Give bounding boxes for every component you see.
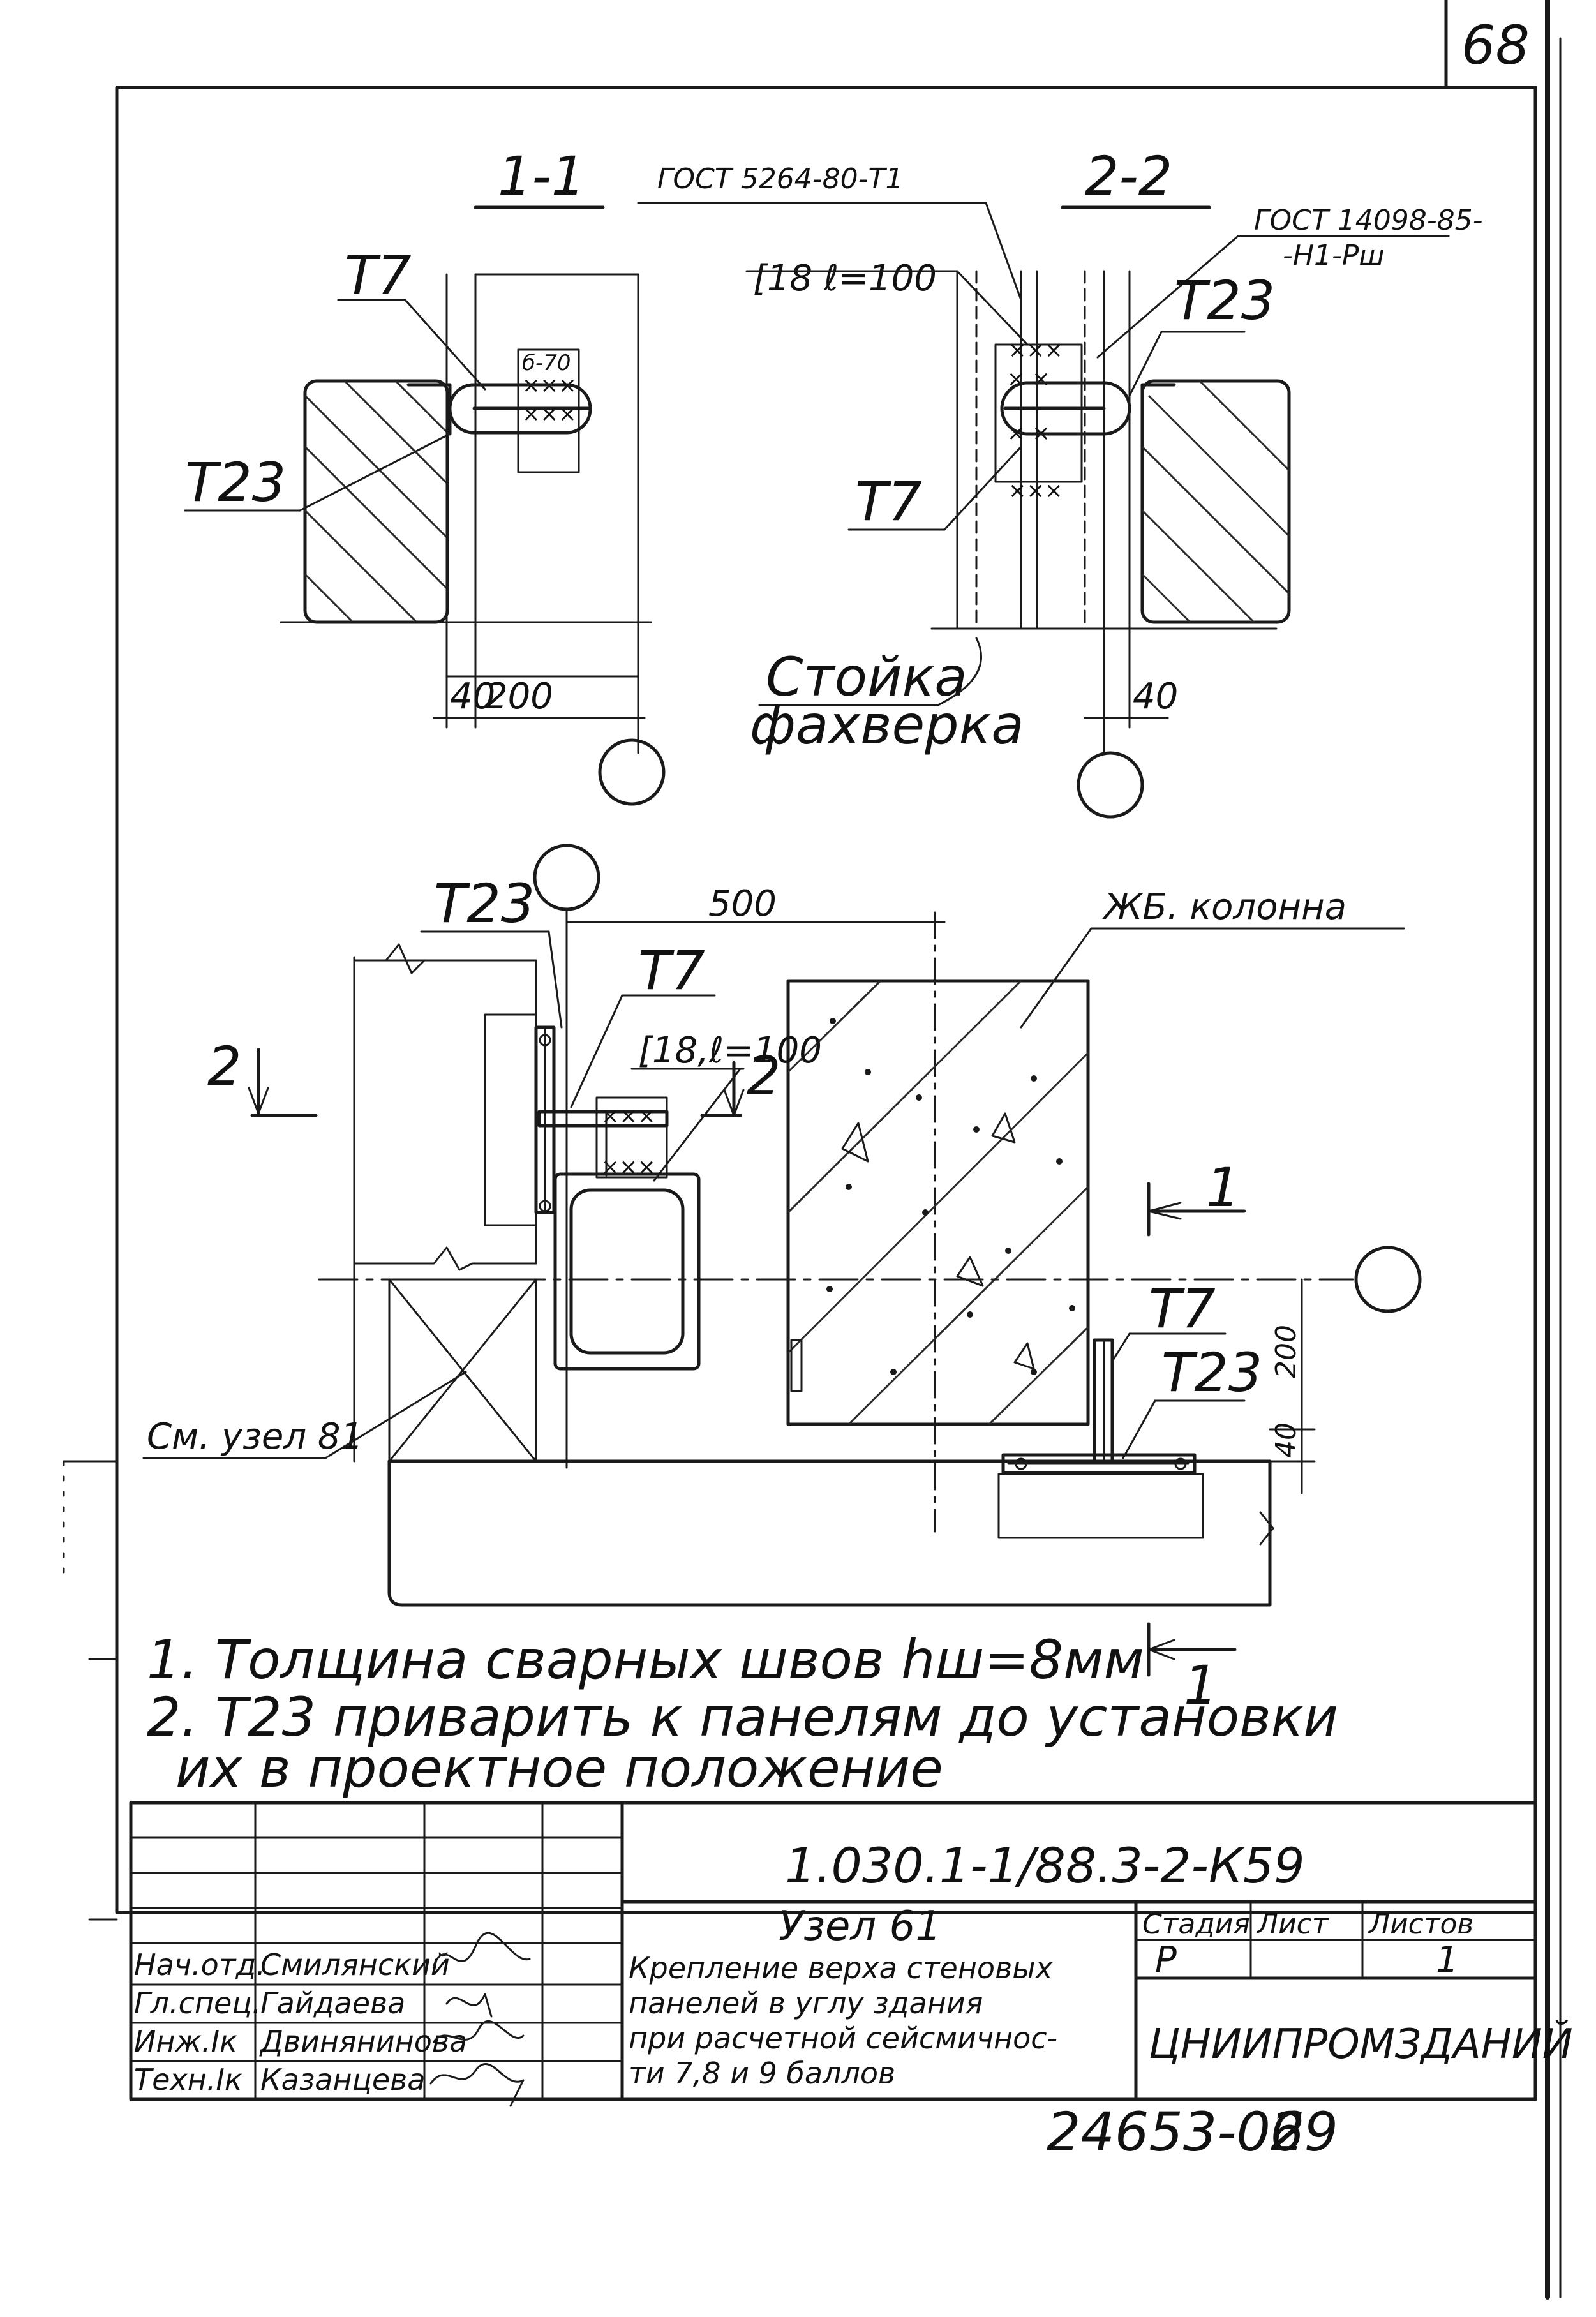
title-block: 1.030.1-1/88.3-2-К59 Узел 61 Крепление в… [129, 1801, 1573, 2107]
plan-label-t7-top: Т7 [638, 939, 705, 1002]
plan-section-mark-1-lower: 1 [1184, 1654, 1218, 1717]
section-1-1: 1-1 ГОСТ 5264-80-Т1 б-70 ××× ××× [184, 145, 1022, 806]
sig-name-3: Двинянинова [259, 2024, 467, 2059]
col-sheets: Листов [1368, 1908, 1473, 1941]
sig-role-4: Техн.Iк [134, 2062, 242, 2097]
sig-role-2: Гл.спец. [134, 1986, 261, 2020]
description-line-3: при расчетной сейсмичнос- [629, 2021, 1057, 2055]
plan-column-label: ЖБ. колонна [1102, 886, 1346, 928]
svg-text:×××: ××× [601, 1103, 655, 1129]
section-1-dim-200: 200 [485, 676, 553, 717]
plan-axis-marker-right [1354, 1246, 1422, 1313]
notes: 1. Толщина сварных швов hш=8мм 2. Т23 пр… [147, 1628, 1338, 1799]
section-1-1-title: 1-1 [498, 145, 585, 207]
plan-section-mark-2-right: 2 [747, 1045, 780, 1107]
bottom-number: 24653-02 [1047, 2101, 1304, 2163]
sig-role-3: Инж.Iк [134, 2024, 237, 2059]
plan-axis-marker-top [533, 844, 600, 911]
note-line-3: их в проектное положение [175, 1737, 943, 1799]
plan-section-mark-2-left: 2 [207, 1035, 241, 1098]
section-2-label-t23: Т23 [1174, 269, 1275, 332]
plan-label-t23-top: Т23 [434, 872, 535, 935]
sig-name-2: Гайдаева [260, 1986, 405, 2020]
section-1-label-t23: Т23 [185, 451, 286, 514]
bottom-page: 69 [1270, 2101, 1338, 2163]
section-2-channel-label: [18 ℓ=100 [753, 258, 937, 299]
col-sheet: Лист [1256, 1908, 1329, 1941]
section-2-2: 2-2 ГОСТ 14098-85- -Н1-Рш [18 ℓ=100 ××× … [745, 145, 1482, 819]
note-line-1: 1. Толщина сварных швов hш=8мм [147, 1628, 1144, 1691]
section-2-label-t7: Т7 [855, 470, 922, 533]
sig-name-1: Смилянский [260, 1948, 450, 1982]
plan-section-mark-1-upper: 1 [1206, 1156, 1240, 1219]
doc-code: 1.030.1-1/88.3-2-К59 [785, 1837, 1305, 1894]
organization: ЦНИИПРОМЗДАНИЙ [1149, 2020, 1573, 2068]
description-line-4: ти 7,8 и 9 баллов [629, 2056, 895, 2090]
description-line-2: панелей в углу здания [629, 1986, 983, 2020]
plan-dim-200: 200 [1270, 1325, 1302, 1378]
section-2-gost-line1: ГОСТ 14098-85- [1254, 204, 1482, 237]
section-2-gost-line2: -Н1-Рш [1283, 239, 1385, 272]
plan-label-t7-right: Т7 [1149, 1278, 1216, 1340]
section-1-dim-40: 40 [450, 676, 495, 717]
section-2-post-line1: Стойка [766, 646, 967, 708]
plan-dim-40: 40 [1270, 1422, 1302, 1458]
svg-text:×××: ××× [601, 1154, 655, 1180]
sig-name-4: Казанцева [260, 2062, 425, 2097]
section-2-post-line2: фахверка [750, 694, 1024, 756]
page-number: 68 [1461, 14, 1530, 77]
section-1-label-t7: Т7 [345, 244, 412, 306]
plan-see-node: См. узел 81 [147, 1416, 363, 1457]
sig-role-1: Нач.отд. [134, 1948, 265, 1982]
col-stage: Стадия [1142, 1908, 1250, 1941]
svg-text:×××: ××× [522, 401, 576, 427]
svg-text:×××: ××× [1008, 478, 1063, 503]
sheets-value: 1 [1436, 1939, 1459, 1981]
description-line-1: Крепление верха стеновых [629, 1951, 1054, 1985]
plan-dim-500: 500 [708, 883, 777, 925]
section-2-dim-40: 40 [1133, 676, 1178, 717]
stage-value: Р [1155, 1939, 1177, 1981]
plan-channel-label: [18,ℓ=100 [638, 1030, 822, 1071]
handwritten-signatures [429, 1932, 531, 2107]
section-1-plate-mark: б-70 [522, 350, 571, 376]
drawing-frame [63, 0, 1562, 2300]
section-1-gost-label: ГОСТ 5264-80-Т1 [657, 163, 903, 195]
section-2-axis-marker [1077, 751, 1144, 819]
section-2-2-title: 2-2 [1085, 145, 1172, 207]
note-line-2: 2. Т23 приварить к панелям до установки [147, 1686, 1338, 1748]
node-title: Узел 61 [779, 1903, 941, 1950]
section-1-axis-marker [598, 738, 666, 806]
plan-view: Т23 500 ЖБ. колонна [142, 844, 1422, 1717]
plan-label-t23-right: Т23 [1161, 1341, 1262, 1404]
svg-text:×××: ××× [1008, 338, 1063, 363]
